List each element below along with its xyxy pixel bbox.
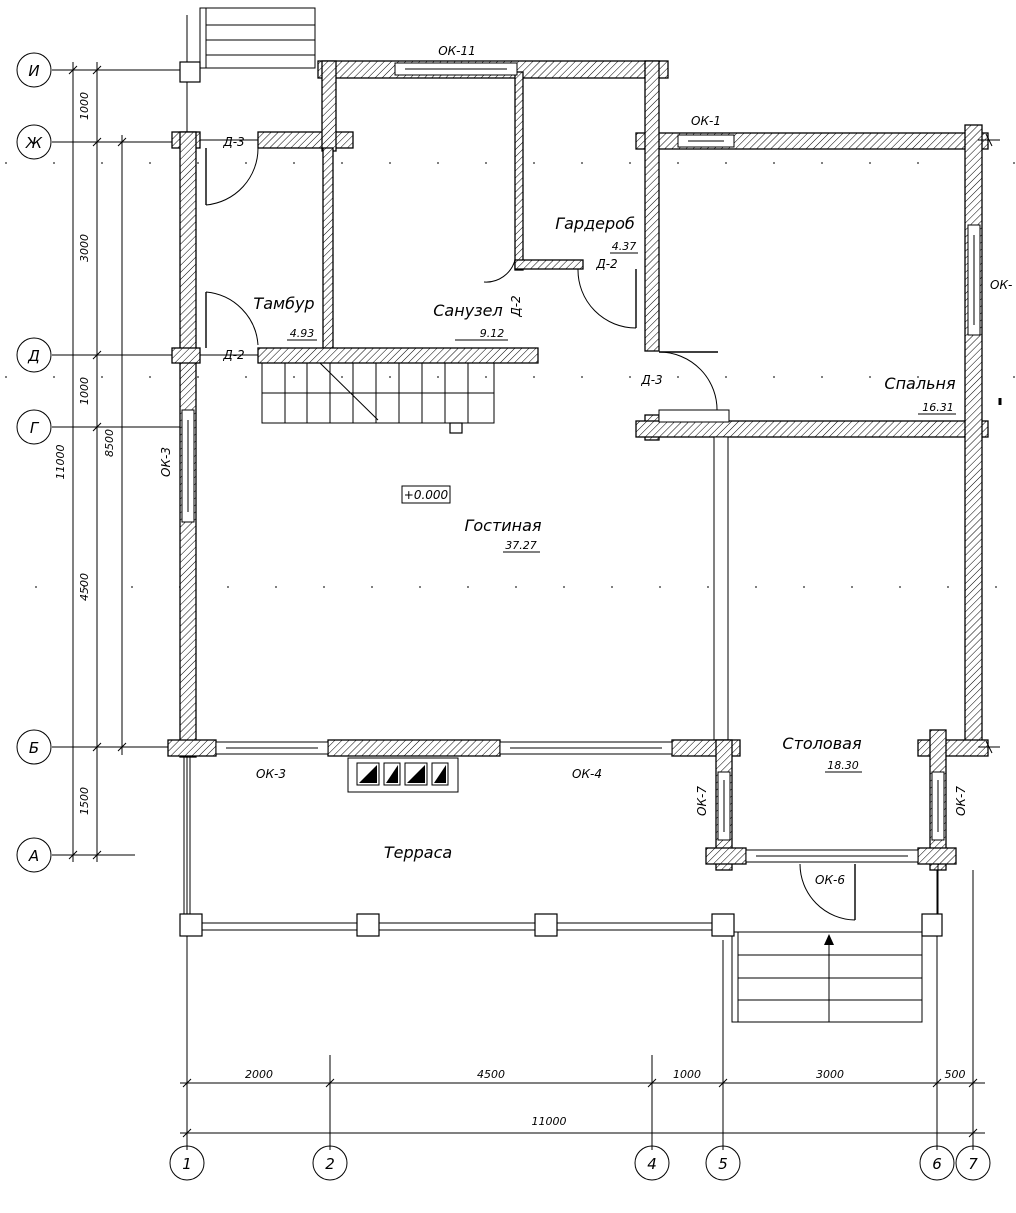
break-marks [978, 133, 1002, 754]
dim-left-total: 11000 [54, 445, 67, 480]
room-name-garderob: Гардероб [555, 214, 635, 233]
label-d2-vertical: Д-2 [509, 295, 523, 317]
room-area-gostinaya: 37.27 [505, 539, 537, 552]
axis-markers-vertical: 1 2 4 5 6 7 [169, 1145, 991, 1181]
axis-label-1: 1 [182, 1155, 192, 1173]
label-ok7-left: ОК-7 [695, 786, 709, 816]
room-labels: Тамбур 4.93 Санузел 9.12 Гардероб 4.37 С… [253, 214, 956, 862]
room-name-spalnya: Спальня [884, 374, 956, 393]
room-area-garderob: 4.37 [612, 240, 637, 253]
axis-label-g: Г [30, 419, 40, 437]
dim-left-4: 4500 [78, 573, 91, 601]
axis-label-6: 6 [932, 1155, 942, 1173]
doors [205, 147, 856, 921]
label-d3-mid: Д-3 [640, 373, 662, 387]
guide-lines [5, 162, 1016, 1075]
level-mark: +0.000 [404, 488, 449, 502]
label-d2-garderob: Д-2 [595, 257, 617, 271]
terrace [179, 756, 943, 937]
label-ok1: ОК-1 [691, 114, 721, 128]
label-ok7-right: ОК-7 [954, 786, 968, 816]
label-ok3-left: ОК-3 [159, 447, 173, 477]
dim-bottom-5: 500 [945, 1068, 966, 1081]
room-name-gostinaya: Гостиная [464, 516, 541, 535]
dim-left-1: 1000 [78, 92, 91, 120]
axis-label-5: 5 [718, 1155, 728, 1173]
stairs-top [179, 7, 316, 132]
label-ok-right: ОК- [990, 278, 1012, 292]
stairs-internal [261, 362, 495, 434]
room-area-sanuzel: 9.12 [480, 327, 505, 340]
axis-markers-horizontal: И Ж Д Г Б А [16, 52, 52, 873]
dim-left-mid: 8500 [103, 429, 116, 457]
room-name-sanuzel: Санузел [433, 301, 502, 320]
dimensions-left: 1000 3000 1000 4500 1500 8500 11000 [54, 62, 127, 862]
dim-bottom-4: 3000 [816, 1068, 844, 1081]
axis-label-d: Д [27, 347, 40, 365]
room-area-tambur: 4.93 [290, 327, 315, 340]
label-ok3-bottom: ОК-3 [256, 767, 286, 781]
axis-label-4: 4 [647, 1155, 657, 1173]
dim-bottom-2: 4500 [477, 1068, 505, 1081]
room-area-stolovaya: 18.30 [827, 759, 859, 772]
axis-label-zh: Ж [25, 134, 43, 152]
label-d3-top: Д-3 [222, 135, 244, 149]
room-name-tambur: Тамбур [253, 294, 314, 313]
dim-left-5: 1500 [78, 787, 91, 815]
dim-bottom-total: 11000 [532, 1115, 567, 1128]
windows [181, 62, 981, 863]
room-area-spalnya: 16.31 [922, 401, 954, 414]
label-ok4: ОК-4 [572, 767, 602, 781]
room-name-terrasa: Терраса [384, 843, 452, 862]
dimensions-bottom: 2000 4500 1000 3000 500 11000 [180, 1068, 985, 1138]
axis-label-a: А [28, 847, 39, 865]
dim-left-2: 3000 [78, 234, 91, 262]
dim-bottom-3: 1000 [673, 1068, 701, 1081]
label-ok6: ОК-6 [815, 873, 845, 887]
axis-label-2: 2 [325, 1155, 335, 1173]
axis-label-i: И [28, 62, 39, 80]
element-labels: ОК-11 ОК-1 ОК- ОК-3 ОК-3 ОК-4 ОК-7 ОК-7 … [159, 44, 1012, 887]
room-name-stolovaya: Столовая [782, 734, 862, 753]
axis-label-7: 7 [968, 1155, 978, 1173]
stairs-terrace [731, 931, 923, 1023]
dim-bottom-1: 2000 [245, 1068, 273, 1081]
dim-left-3: 1000 [78, 377, 91, 405]
axis-label-b: Б [29, 739, 39, 757]
label-ok11: ОК-11 [438, 44, 476, 58]
